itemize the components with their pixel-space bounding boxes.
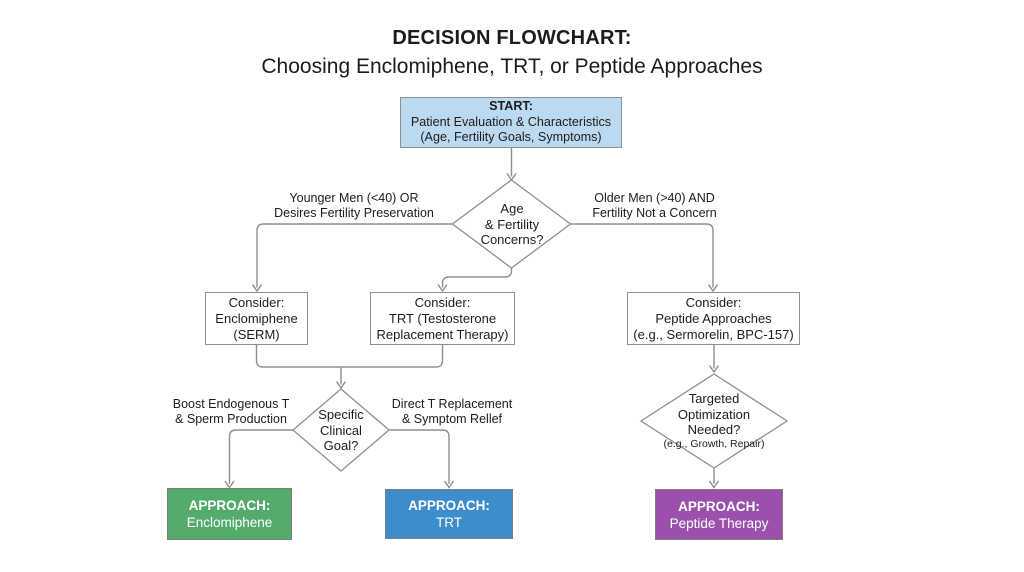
approach-enclomiphene-heading: APPROACH: <box>188 498 271 513</box>
older-line-1: Older Men (>40) AND <box>594 191 715 205</box>
title-line-2: Choosing Enclomiphene, TRT, or Peptide A… <box>261 55 763 78</box>
title-line-1: DECISION FLOWCHART: <box>392 27 632 49</box>
consider-enclomiphene-line-1: Consider: <box>228 294 285 310</box>
consider-peptide-node: Consider: Peptide Approaches (e.g., Serm… <box>627 292 800 345</box>
decision1-line-2: & Fertility <box>484 216 540 232</box>
edge-label-younger-men: Younger Men (<40) OR Desires Fertility P… <box>248 191 460 221</box>
arrowhead-consider-enclomiphene <box>251 284 263 293</box>
approach-peptide-heading: APPROACH: <box>678 498 760 514</box>
decision3-line-1: Targeted <box>688 391 740 406</box>
arrowhead-approach-peptide <box>708 480 720 489</box>
start-line-2: (Age, Fertility Goals, Symptoms) <box>420 130 602 145</box>
connector-decision2-to-approach-enclomiphene <box>228 429 293 484</box>
boost-line-1: Boost Endogenous T <box>172 397 290 411</box>
decision2-line-3: Goal? <box>323 438 359 453</box>
consider-peptide-line-3: (e.g., Sermorelin, BPC-157) <box>633 326 794 342</box>
connector-decision1-to-peptide <box>570 223 714 288</box>
decision2-line-1: Specific <box>318 407 364 422</box>
consider-enclomiphene-node: Consider: Enclomiphene (SERM) <box>205 292 308 345</box>
connector-decision1-to-enclomiphene <box>256 223 453 288</box>
consider-enclomiphene-line-2: Enclomiphene <box>215 310 298 326</box>
start-heading: START: <box>489 99 533 114</box>
approach-peptide-label: Peptide Therapy <box>669 515 769 531</box>
edge-label-boost-endogenous: Boost Endogenous T & Sperm Production <box>155 397 307 427</box>
approach-peptide-node: APPROACH: Peptide Therapy <box>655 489 783 540</box>
approach-trt-node: APPROACH: TRT <box>385 489 513 539</box>
decision3-line-2: Optimization <box>677 406 751 422</box>
direct-line-2: & Symptom Rellef <box>401 412 503 426</box>
consider-trt-line-2: TRT (Testosterone <box>388 310 497 326</box>
connector-decision1-to-trt <box>441 268 513 288</box>
decision3-label: Targeted Optimization Needed? (e.g., Gro… <box>640 391 788 451</box>
decision2-line-2: Clinical <box>320 422 362 438</box>
consider-peptide-line-2: Peptide Approaches <box>655 310 772 326</box>
arrowhead-decision3 <box>708 365 720 374</box>
decision1-line-1: Age <box>500 201 524 216</box>
start-node: START: Patient Evaluation & Characterist… <box>400 97 622 148</box>
arrowhead-decision2 <box>335 381 347 390</box>
decision3-note: (e.g., Growth, Repair) <box>663 437 765 450</box>
decision3-diamond <box>639 373 789 469</box>
approach-trt-label: TRT <box>436 515 462 530</box>
direct-line-1: Direct T Replacement <box>391 397 513 411</box>
decision1-label: Age & Fertility Concerns? <box>452 201 572 248</box>
edge-label-direct-replacement: Direct T Replacement & Symptom Rellef <box>376 397 528 427</box>
start-line-1: Patient Evaluation & Characteristics <box>410 114 612 129</box>
approach-enclomiphene-label: Enclomiphene <box>186 515 273 530</box>
consider-trt-line-1: Consider: <box>414 294 471 310</box>
younger-line-2: Desires Fertility Preservation <box>274 206 434 220</box>
younger-line-1: Younger Men (<40) OR <box>289 191 419 205</box>
arrowhead-approach-trt <box>443 480 455 489</box>
boost-line-2: & Sperm Production <box>175 412 287 426</box>
consider-peptide-line-1: Consider: <box>685 294 742 310</box>
page-title: DECISION FLOWCHART: Choosing Enclomiphen… <box>0 27 1024 79</box>
decision2-label: Specific Clinical Goal? <box>281 407 401 454</box>
consider-trt-node: Consider: TRT (Testosterone Replacement … <box>370 292 515 345</box>
approach-trt-heading: APPROACH: <box>408 498 490 513</box>
arrowhead-consider-peptide <box>707 284 719 293</box>
arrowhead-approach-enclomiphene <box>224 480 235 489</box>
consider-trt-line-3: Replacement Therapy) <box>376 326 509 342</box>
decision3-line-3: Needed? <box>687 422 741 437</box>
decision1-line-3: Concerns? <box>480 232 544 247</box>
decision1-diamond <box>451 179 572 269</box>
older-line-2: Fertility Not a Concern <box>592 206 717 220</box>
consider-enclomiphene-line-3: (SERM) <box>233 326 280 342</box>
approach-enclomiphene-node: APPROACH: Enclomiphene <box>167 488 292 540</box>
connector-trt-to-decision2 <box>341 345 444 368</box>
connector-enclomiphene-to-decision2 <box>255 345 341 368</box>
decision2-diamond <box>291 388 391 472</box>
arrowhead-consider-trt <box>437 284 448 293</box>
edge-label-older-men: Older Men (>40) AND Fertility Not a Conc… <box>552 191 757 221</box>
connector-decision2-to-approach-trt <box>389 429 450 484</box>
